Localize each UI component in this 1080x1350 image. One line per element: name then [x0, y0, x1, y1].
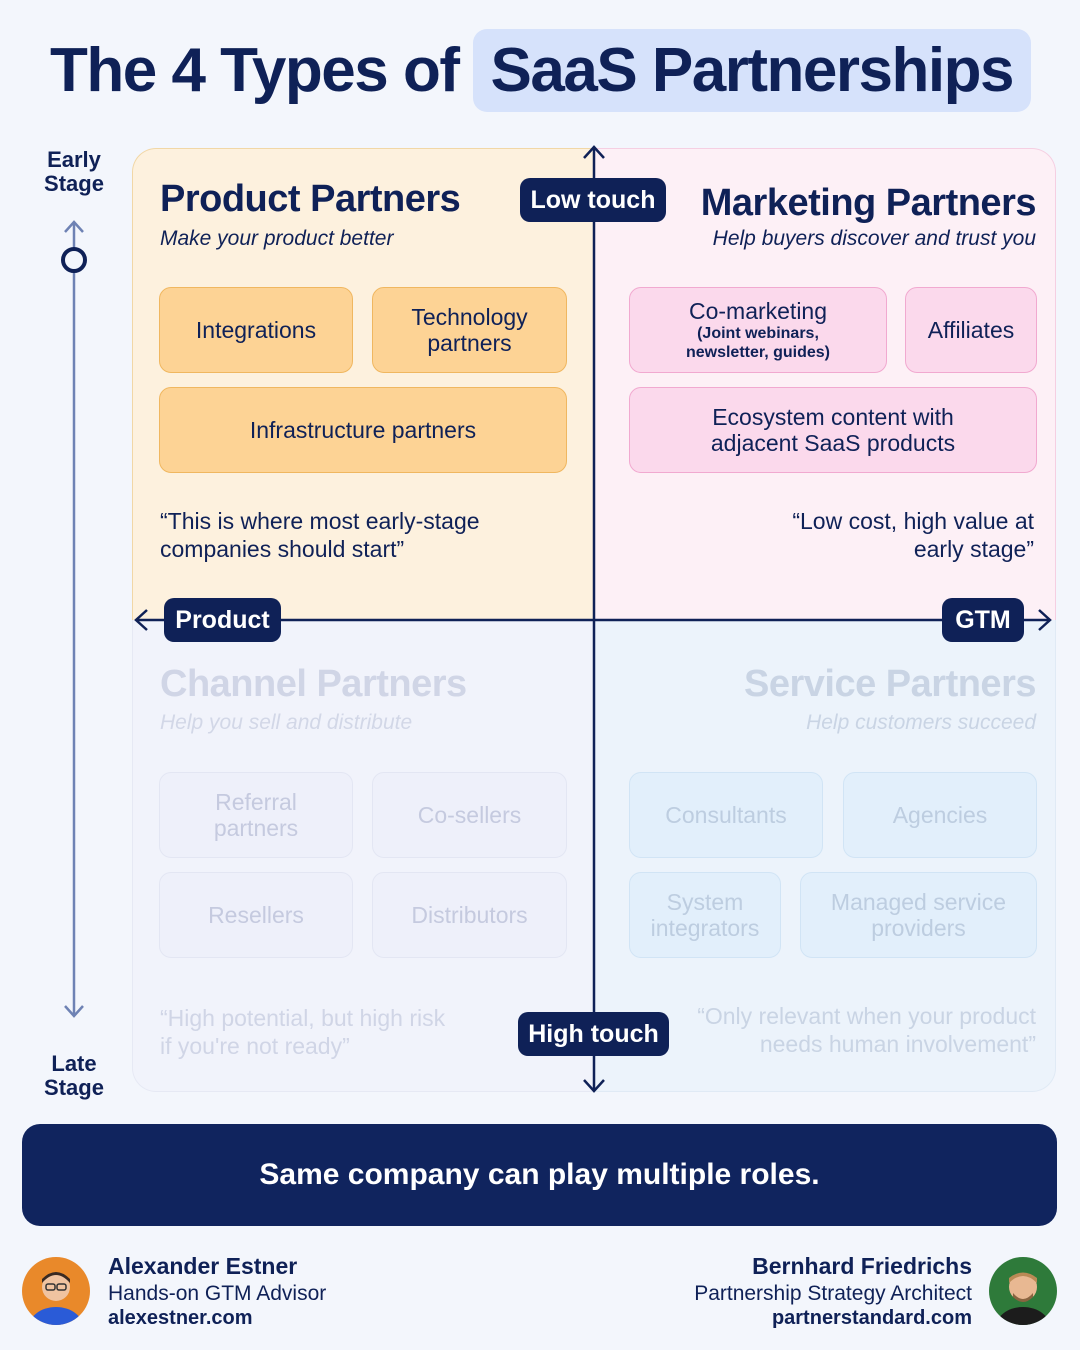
channel-subtitle: Help you sell and distribute [160, 711, 413, 734]
author-left-role: Hands-on GTM Advisor [108, 1281, 327, 1305]
chip-affiliates: Affiliates [905, 287, 1037, 373]
chip-managed-service-providers: Managed service providers [800, 872, 1037, 958]
chip-co-marketing: Co-marketing (Joint webinars, newsletter… [629, 287, 887, 373]
product-quote: “This is where most early-stage companie… [160, 508, 480, 562]
avatar-bernhard [989, 1257, 1057, 1325]
stage-late-label: Late Stage [44, 1051, 104, 1101]
channel-title: Channel Partners [160, 663, 467, 705]
chip-ecosystem-content: Ecosystem content with adjacent SaaS pro… [629, 387, 1037, 473]
product-title: Product Partners [160, 178, 461, 220]
author-right-name: Bernhard Friedrichs [752, 1253, 972, 1279]
author-left-name: Alexander Estner [108, 1253, 298, 1279]
author-right-role: Partnership Strategy Architect [694, 1281, 972, 1305]
chip-resellers: Resellers [159, 872, 353, 958]
page-title: The 4 Types of SaaS Partnerships [50, 26, 1031, 114]
marketing-title: Marketing Partners [700, 182, 1037, 224]
product-subtitle: Make your product better [160, 227, 394, 250]
bottom-banner: Same company can play multiple roles. [22, 1124, 1057, 1226]
axis-gtm: GTM [942, 598, 1024, 642]
quadrant-product [132, 148, 594, 620]
avatar-alexander [22, 1257, 90, 1325]
channel-quote: “High potential, but high risk if you're… [160, 1005, 446, 1059]
chip-agencies: Agencies [843, 772, 1037, 858]
title-prefix: The 4 Types of [50, 35, 460, 105]
chip-infrastructure-partners: Infrastructure partners [159, 387, 567, 473]
title-highlight: SaaS Partnerships [472, 28, 1031, 112]
service-subtitle: Help customers succeed [806, 711, 1036, 734]
service-quote: “Only relevant when your product needs h… [697, 1003, 1036, 1057]
axis-high-touch: High touch [518, 1012, 669, 1056]
chip-system-integrators: System integrators [629, 872, 781, 958]
marketing-quote: “Low cost, high value at early stage” [792, 508, 1034, 562]
service-title: Service Partners [744, 663, 1036, 705]
axis-product: Product [164, 598, 281, 642]
axis-low-touch: Low touch [520, 178, 666, 222]
chip-integrations: Integrations [159, 287, 353, 373]
author-right: Bernhard Friedrichs Partnership Strategy… [694, 1253, 972, 1330]
chip-referral-partners: Referral partners [159, 772, 353, 858]
chip-consultants: Consultants [629, 772, 823, 858]
stage-arrow [61, 220, 87, 1018]
chip-technology-partners: Technology partners [372, 287, 567, 373]
chip-distributors: Distributors [372, 872, 567, 958]
chip-co-sellers: Co-sellers [372, 772, 567, 858]
quadrant-marketing [594, 148, 1056, 620]
author-left: Alexander Estner Hands-on GTM Advisor al… [108, 1253, 326, 1330]
author-left-url[interactable]: alexestner.com [108, 1306, 253, 1329]
marketing-subtitle: Help buyers discover and trust you [712, 227, 1036, 250]
author-right-url[interactable]: partnerstandard.com [771, 1306, 972, 1329]
stage-early-label: Early Stage [44, 147, 104, 197]
